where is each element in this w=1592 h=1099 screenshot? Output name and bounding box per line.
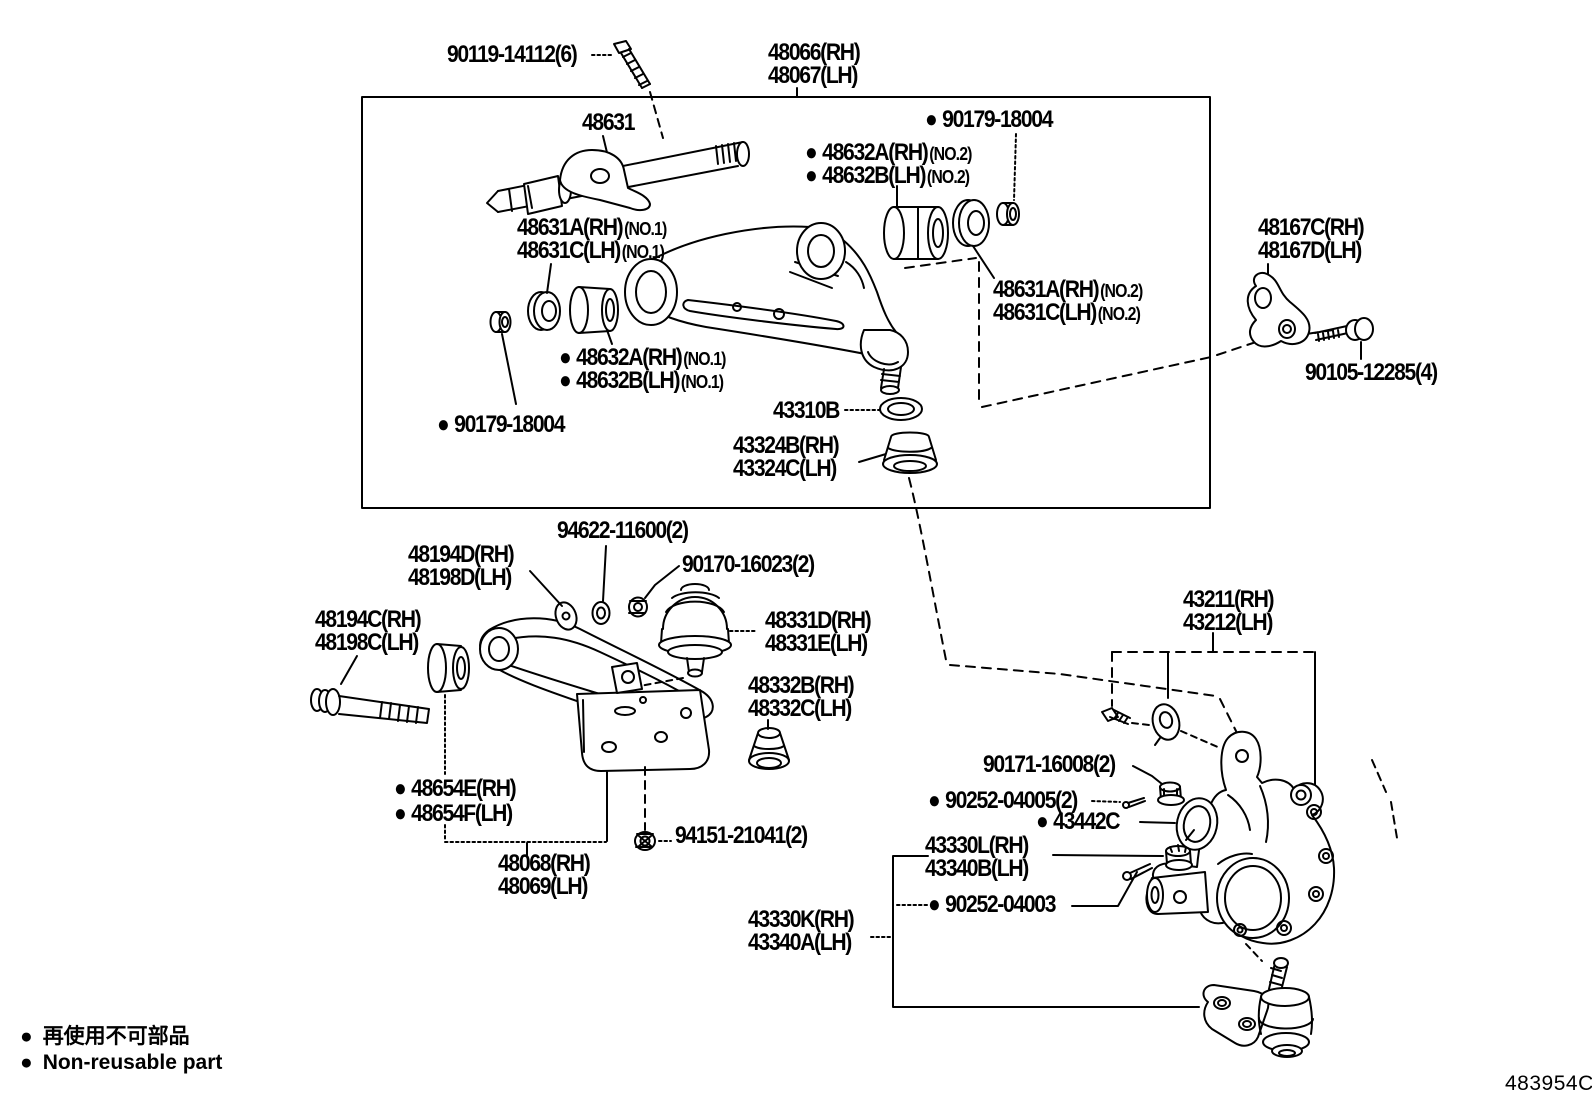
label-48632a-no1: ●48632A(RH)(NO.1)	[559, 344, 726, 371]
label-90105-12285: 90105-12285(4)	[1305, 359, 1438, 386]
label-48331d: 48331D(RH)	[765, 607, 872, 634]
label-48631c-no1: 48631C(LH)(NO.1)	[517, 237, 665, 264]
non-reusable-dot: ●	[928, 891, 941, 918]
label-48198c: 48198C(LH)	[315, 629, 419, 656]
ball-joint-ring-cover-drawing	[844, 397, 938, 474]
non-reusable-dot: ●	[559, 367, 572, 394]
label-48631a-no1: 48631A(RH)(NO.1)	[517, 214, 667, 241]
upper-control-arm-drawing	[624, 222, 909, 395]
label-48631c-no2: 48631C(LH)(NO.2)	[993, 299, 1141, 326]
label-48332b: 48332B(RH)	[748, 672, 855, 699]
label-43340b: 43340B(LH)	[925, 855, 1029, 882]
label-48066: 48066(RH)	[768, 39, 861, 66]
lower-control-arm-drawing	[310, 545, 790, 856]
label-43330l: 43330L(RH)	[925, 832, 1029, 859]
label-48631: 48631	[582, 109, 635, 136]
legend-jp: ●再使用不可部品	[20, 1025, 190, 1048]
label-48654e: ●48654E(RH)	[394, 775, 517, 802]
label-43442c: ●43442C	[1036, 808, 1121, 835]
label-43211: 43211(RH)	[1183, 586, 1275, 613]
non-reusable-dot: ●	[805, 139, 818, 166]
non-reusable-dot: ●	[1036, 808, 1049, 835]
non-reusable-dot: ●	[925, 106, 938, 133]
label-48067: 48067(LH)	[768, 62, 858, 89]
label-90179-18004-bottom: ●90179-18004	[437, 411, 565, 438]
label-48654f: ●48654F(LH)	[394, 800, 513, 827]
label-94622-11600: 94622-11600(2)	[557, 517, 689, 544]
assembly-frame-box	[361, 96, 1211, 509]
pivot-bolt-drawing	[591, 40, 664, 139]
bushing-no2-set-drawing	[883, 133, 1020, 279]
label-90179-18004-top: ●90179-18004	[925, 106, 1053, 133]
non-reusable-dot: ●	[437, 411, 450, 438]
label-48194c: 48194C(RH)	[315, 606, 422, 633]
label-48198d: 48198D(LH)	[408, 564, 512, 591]
label-48632b-no2: ●48632B(LH)(NO.2)	[805, 162, 970, 189]
steering-knuckle-drawing	[1052, 632, 1398, 962]
label-48194d: 48194D(RH)	[408, 541, 515, 568]
non-reusable-dot: ●	[394, 800, 407, 827]
knuckle-arm-48167-drawing	[1246, 263, 1374, 360]
figure-code: 483954C	[1505, 1072, 1592, 1095]
label-48167d: 48167D(LH)	[1258, 237, 1362, 264]
label-48631a-no2: 48631A(RH)(NO.2)	[993, 276, 1143, 303]
label-90119-14112: 90119-14112(6)	[447, 41, 578, 68]
shaft-48631-drawing	[486, 135, 750, 215]
label-90170-16023: 90170-16023(2)	[682, 551, 815, 578]
label-90171-16008: 90171-16008(2)	[983, 751, 1116, 778]
label-43324b: 43324B(RH)	[733, 432, 840, 459]
bushing-no1-set-drawing	[489, 263, 619, 405]
label-48632a-no2: ●48632A(RH)(NO.2)	[805, 139, 972, 166]
label-94151-21041: 94151-21041(2)	[675, 822, 808, 849]
label-43324c: 43324C(LH)	[733, 455, 837, 482]
label-48331e: 48331E(LH)	[765, 630, 868, 657]
non-reusable-dot: ●	[20, 1025, 33, 1048]
label-43310b: 43310B	[773, 397, 840, 424]
legend-en: ●Non-reusable part	[20, 1051, 223, 1074]
label-48167c: 48167C(RH)	[1258, 214, 1365, 241]
label-48632b-no1: ●48632B(LH)(NO.1)	[559, 367, 724, 394]
label-43330k: 43330K(RH)	[748, 906, 855, 933]
non-reusable-dot: ●	[394, 775, 407, 802]
label-48069: 48069(LH)	[498, 873, 588, 900]
label-43340a: 43340A(LH)	[748, 929, 852, 956]
label-48068: 48068(RH)	[498, 850, 591, 877]
non-reusable-dot: ●	[559, 344, 572, 371]
construction-dashed-lines	[904, 257, 1334, 732]
lower-ball-joint-drawing	[870, 855, 1314, 1058]
label-90252-04005: ●90252-04005(2)	[928, 787, 1078, 814]
label-48332c: 48332C(LH)	[748, 695, 852, 722]
label-43212: 43212(LH)	[1183, 609, 1273, 636]
non-reusable-dot: ●	[928, 787, 941, 814]
non-reusable-dot: ●	[805, 162, 818, 189]
label-90252-04003: ●90252-04003	[928, 891, 1056, 918]
non-reusable-dot: ●	[20, 1051, 33, 1074]
